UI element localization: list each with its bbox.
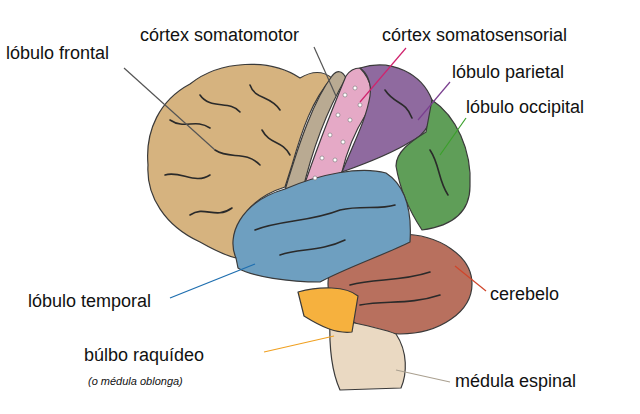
temporal-lobe-shape [233, 170, 410, 282]
sensory-dots [313, 86, 362, 180]
medulla-shape [298, 288, 358, 332]
part-label: búlbo raquídeo [84, 345, 204, 366]
part-label: lóbulo temporal [28, 291, 151, 312]
sulci [165, 85, 448, 305]
note-label: (o médula oblonga) [88, 375, 183, 388]
part-label: cerebelo [490, 284, 559, 305]
part-label: médula espinal [455, 371, 576, 392]
part-label: córtex somatosensorial [382, 25, 567, 46]
part-label: córtex somatomotor [140, 25, 299, 46]
part-label: lóbulo parietal [452, 62, 564, 83]
part-label: lóbulo occipital [466, 97, 584, 118]
part-label: lóbulo frontal [6, 43, 109, 64]
leader-lines [124, 47, 486, 382]
